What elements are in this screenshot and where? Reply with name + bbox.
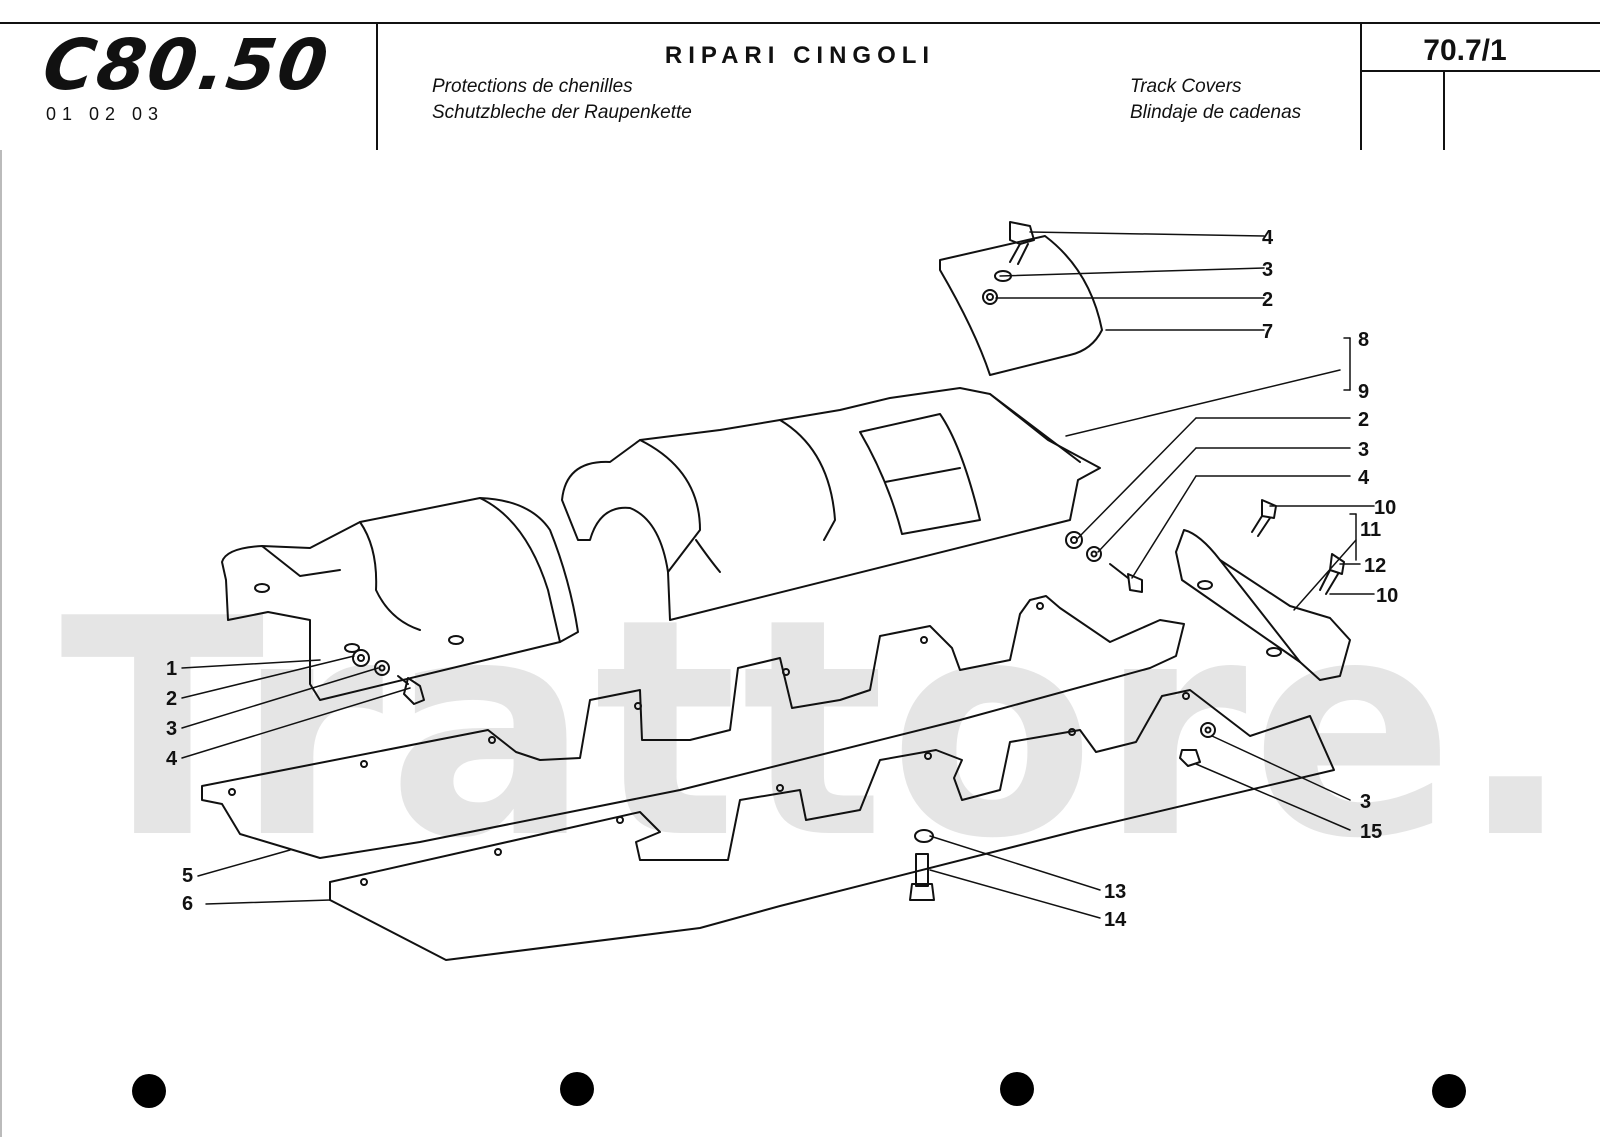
- part-1-rear-cover: [221, 497, 579, 701]
- part-3-15-hardware: [1179, 722, 1216, 767]
- callout-9: 9: [1358, 381, 1369, 403]
- part-11-12-side-guard: [1175, 529, 1351, 681]
- model-codes: 01 02 03: [46, 104, 165, 124]
- page-title: RIPARI CINGOLI: [664, 42, 936, 69]
- page-number-underline: [1362, 70, 1600, 72]
- callout-3-bottom: 3: [1360, 791, 1371, 813]
- callout-4-top: 4: [1262, 227, 1274, 249]
- exploded-diagram: 1 2 3 4 5 6 4 3 2 7 8 9 2 3 4 10 11 12 1…: [166, 221, 1398, 961]
- callout-4: 4: [166, 748, 178, 770]
- punch-hole-2: [560, 1072, 594, 1106]
- callout-3-top: 3: [1262, 259, 1273, 281]
- left-edge-rule: [0, 150, 2, 1137]
- callout-11: 11: [1360, 519, 1381, 541]
- header-divider-left: [376, 22, 378, 150]
- callout-3-right: 3: [1358, 439, 1369, 461]
- callout-13: 13: [1104, 881, 1126, 903]
- callout-8: 8: [1358, 329, 1369, 351]
- subtitle-spanish: Blindaje de cadenas: [1130, 102, 1302, 123]
- callout-10-upper: 10: [1374, 497, 1396, 519]
- callout-2-top: 2: [1262, 289, 1273, 311]
- callout-7: 7: [1262, 321, 1273, 343]
- subtitle-german: Schutzbleche der Raupenkette: [432, 102, 692, 123]
- callout-2: 2: [166, 688, 177, 710]
- punch-hole-1: [132, 1074, 166, 1108]
- callout-2-right: 2: [1358, 409, 1369, 431]
- part-5-skirt-plate: [201, 595, 1185, 859]
- callout-1: 1: [166, 658, 177, 680]
- callout-14: 14: [1104, 909, 1127, 931]
- part-13-14-hardware: [909, 829, 935, 901]
- callout-5: 5: [182, 865, 193, 887]
- page-number-cell-divider: [1443, 72, 1445, 150]
- part-2-3-4-hardware-left: [352, 649, 425, 705]
- part-2-3-4-hardware-right: [1065, 531, 1143, 593]
- page-number: 70.7/1: [1423, 34, 1507, 67]
- callout-labels: 1 2 3 4 5 6 4 3 2 7 8 9 2 3 4 10 11 12 1…: [166, 227, 1398, 931]
- part-10-12-bolts: [1251, 499, 1345, 595]
- header-divider-right: [1360, 22, 1362, 150]
- leader-lines: [181, 231, 1375, 919]
- callout-12: 12: [1364, 555, 1386, 577]
- subtitle-english: Track Covers: [1130, 76, 1242, 97]
- callout-15: 15: [1360, 821, 1382, 843]
- punch-hole-4: [1432, 1074, 1466, 1108]
- part-7-small-cover: [939, 221, 1103, 376]
- callout-3: 3: [166, 718, 177, 740]
- model-logo: C80.50: [38, 24, 335, 106]
- punch-hole-3: [1000, 1072, 1034, 1106]
- part-6-skirt-plate: [329, 689, 1335, 961]
- callout-6: 6: [182, 893, 193, 915]
- header-top-rule: [0, 22, 1600, 24]
- callout-10-lower: 10: [1376, 585, 1398, 607]
- part-8-9-central-cover: [561, 387, 1101, 621]
- callout-4-right: 4: [1358, 467, 1370, 489]
- subtitle-french: Protections de chenilles: [432, 76, 633, 97]
